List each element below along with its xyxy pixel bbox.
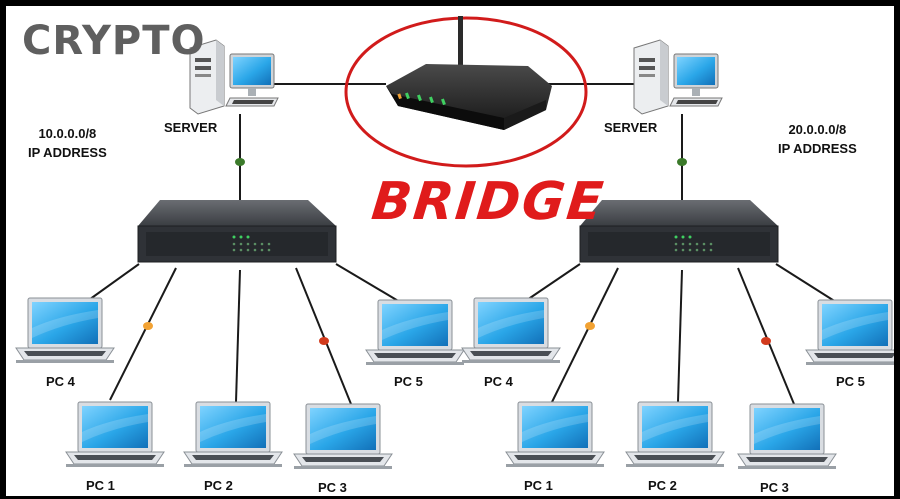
cable-left-pc5	[335, 263, 401, 303]
cable-right-pc2	[677, 269, 683, 403]
cable-right-pc4	[523, 263, 581, 303]
right-network-address: 20.0.0.0/8 IP ADDRESS	[778, 120, 857, 158]
bridge-device	[344, 16, 588, 168]
link-indicators	[143, 158, 771, 345]
bridge-title: BRIDGE	[368, 172, 608, 232]
right-server-icon	[633, 39, 723, 115]
cable-left-pc4	[85, 263, 140, 303]
left-pc5-laptop-icon	[365, 299, 465, 366]
cable-left-pc1	[109, 267, 177, 401]
diagram-canvas	[15, 16, 894, 470]
left-network-address: 10.0.0.0/8 IP ADDRESS	[28, 124, 107, 162]
link-dot-right-server	[677, 158, 687, 166]
left-switch-icon	[137, 199, 337, 263]
left-pc2-label: PC 2	[204, 478, 233, 493]
right-pc4-label: PC 4	[484, 374, 513, 389]
link-dot-right-pc1	[585, 322, 595, 330]
link-dot-right-pc3	[761, 337, 771, 345]
left-pc4-laptop-icon	[15, 297, 115, 364]
right-switch-icon	[579, 199, 779, 263]
link-dot-left-server	[235, 158, 245, 166]
right-pc1-laptop-icon	[505, 401, 605, 468]
right-network-cidr: 20.0.0.0/8	[788, 122, 847, 137]
right-pc1-label: PC 1	[524, 478, 553, 493]
left-pc3-label: PC 3	[318, 480, 347, 495]
left-network-ip-label: IP ADDRESS	[28, 145, 107, 160]
right-pc5-label: PC 5	[836, 374, 865, 389]
right-server-label: SERVER	[604, 120, 658, 135]
left-pc1-label: PC 1	[86, 478, 115, 493]
cable-right-pc3	[737, 267, 795, 405]
left-pc4-label: PC 4	[46, 374, 75, 389]
right-pc2-label: PC 2	[648, 478, 677, 493]
link-dot-left-pc1	[143, 322, 153, 330]
router-icon	[386, 64, 552, 130]
right-pc3-laptop-icon	[737, 403, 837, 470]
bridge-highlight-circle	[344, 16, 588, 168]
network-diagram: CRYPTO BRIDGE SERVER SERVER 10.0.0.0/8 I…	[6, 6, 894, 496]
left-network-cidr: 10.0.0.0/8	[38, 126, 97, 141]
antenna-icon	[458, 16, 463, 78]
right-pc2-laptop-icon	[625, 401, 725, 468]
left-pc3-laptop-icon	[293, 403, 393, 470]
link-dot-left-pc3	[319, 337, 329, 345]
crypto-logo: CRYPTO	[22, 18, 206, 64]
left-pc2-laptop-icon	[183, 401, 283, 468]
cable-right-pc1	[551, 267, 619, 403]
cable-left-pc2	[235, 269, 241, 403]
right-network-ip-label: IP ADDRESS	[778, 141, 857, 156]
left-pc1-laptop-icon	[65, 401, 165, 468]
left-pc5-label: PC 5	[394, 374, 423, 389]
cables	[85, 83, 837, 405]
right-pc3-label: PC 3	[760, 480, 789, 495]
right-pc4-laptop-icon	[461, 297, 561, 364]
left-server-label: SERVER	[164, 120, 218, 135]
cable-right-pc5	[775, 263, 837, 303]
cable-left-pc3	[295, 267, 352, 405]
right-pc5-laptop-icon	[805, 299, 894, 366]
